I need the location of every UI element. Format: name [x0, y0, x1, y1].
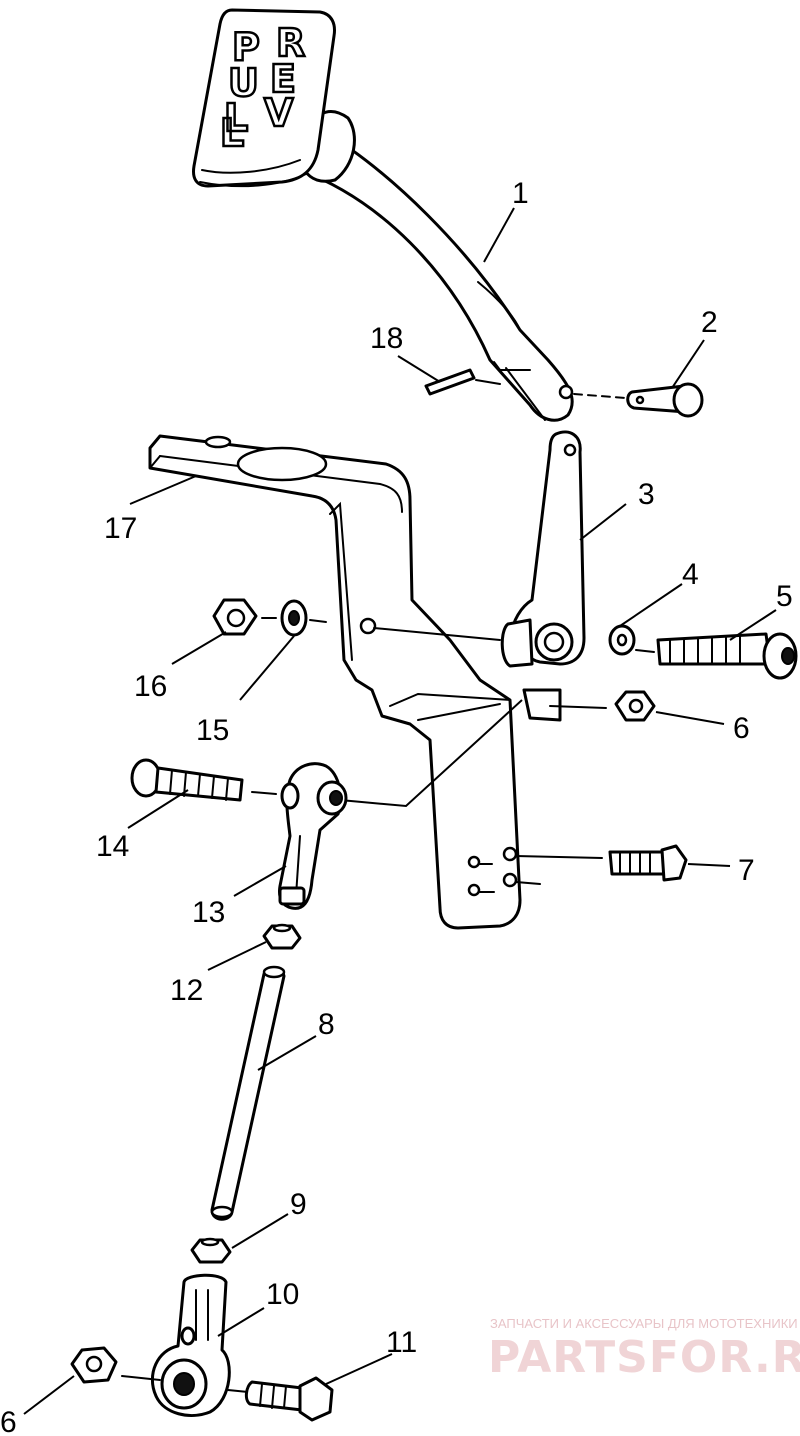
handle-letter: V	[264, 91, 294, 135]
handle-pattern-letters: P U L L R E V	[219, 20, 307, 157]
leader-lines	[23, 207, 777, 1415]
hex-bolt-5	[656, 632, 798, 680]
shift-arm	[500, 430, 586, 722]
callout-13: 13	[192, 896, 225, 929]
shift-lever	[192, 8, 574, 422]
lock-washer	[608, 624, 636, 656]
rod-end-10	[150, 1273, 231, 1417]
callout-3: 3	[638, 478, 655, 511]
callout-labels: 1 2 3 4 5 6 7 8 9 10 11 12 13 14 15 16 1…	[0, 177, 793, 1436]
callout-18: 18	[370, 322, 403, 355]
shift-rod	[210, 965, 286, 1221]
handle-letter: R	[276, 21, 305, 65]
handle-letter: P	[232, 25, 260, 69]
hex-bolt-11	[244, 1376, 334, 1422]
callout-15: 15	[196, 714, 229, 747]
watermark-tagline: ЗАПЧАСТИ И АКСЕССУАРЫ ДЛЯ МОТОТЕХНИКИ	[490, 1316, 798, 1331]
callout-6-lower: 6	[0, 1406, 17, 1436]
callout-11: 11	[386, 1326, 417, 1359]
callout-1: 1	[512, 177, 529, 210]
handle-letter: U	[228, 61, 259, 105]
callout-12: 12	[170, 974, 203, 1007]
callout-7: 7	[738, 854, 755, 887]
jam-nut-9	[190, 1237, 232, 1264]
callout-16: 16	[134, 670, 167, 703]
rod-end-13	[278, 762, 348, 910]
watermark-logo: PARTSFOR.RU	[488, 1332, 800, 1383]
handle-letter: L	[224, 96, 248, 140]
cotter-pin	[424, 368, 501, 396]
callout-17: 17	[104, 512, 137, 545]
flat-washer-15	[280, 599, 308, 637]
jam-nut-12	[262, 923, 302, 950]
hex-bolt-14	[130, 758, 244, 802]
callout-6-upper: 6	[733, 712, 750, 745]
handle-letter: L	[220, 111, 244, 155]
nut-16	[212, 598, 258, 636]
callout-5: 5	[776, 580, 793, 613]
nut-6-upper	[614, 690, 656, 722]
callout-2: 2	[701, 306, 718, 339]
callout-8: 8	[318, 1008, 335, 1041]
callout-9: 9	[290, 1188, 307, 1221]
mounting-bracket	[148, 434, 522, 930]
nut-6-lower	[70, 1346, 118, 1384]
callout-14: 14	[96, 830, 129, 863]
callout-4: 4	[682, 558, 699, 591]
watermark: ЗАПЧАСТИ И АКСЕССУАРЫ ДЛЯ МОТОТЕХНИКИ PA…	[488, 1316, 800, 1383]
hex-bolt-7	[608, 844, 688, 882]
clevis-pin	[626, 382, 704, 418]
handle-letter: E	[270, 57, 296, 101]
callout-10: 10	[266, 1278, 299, 1311]
